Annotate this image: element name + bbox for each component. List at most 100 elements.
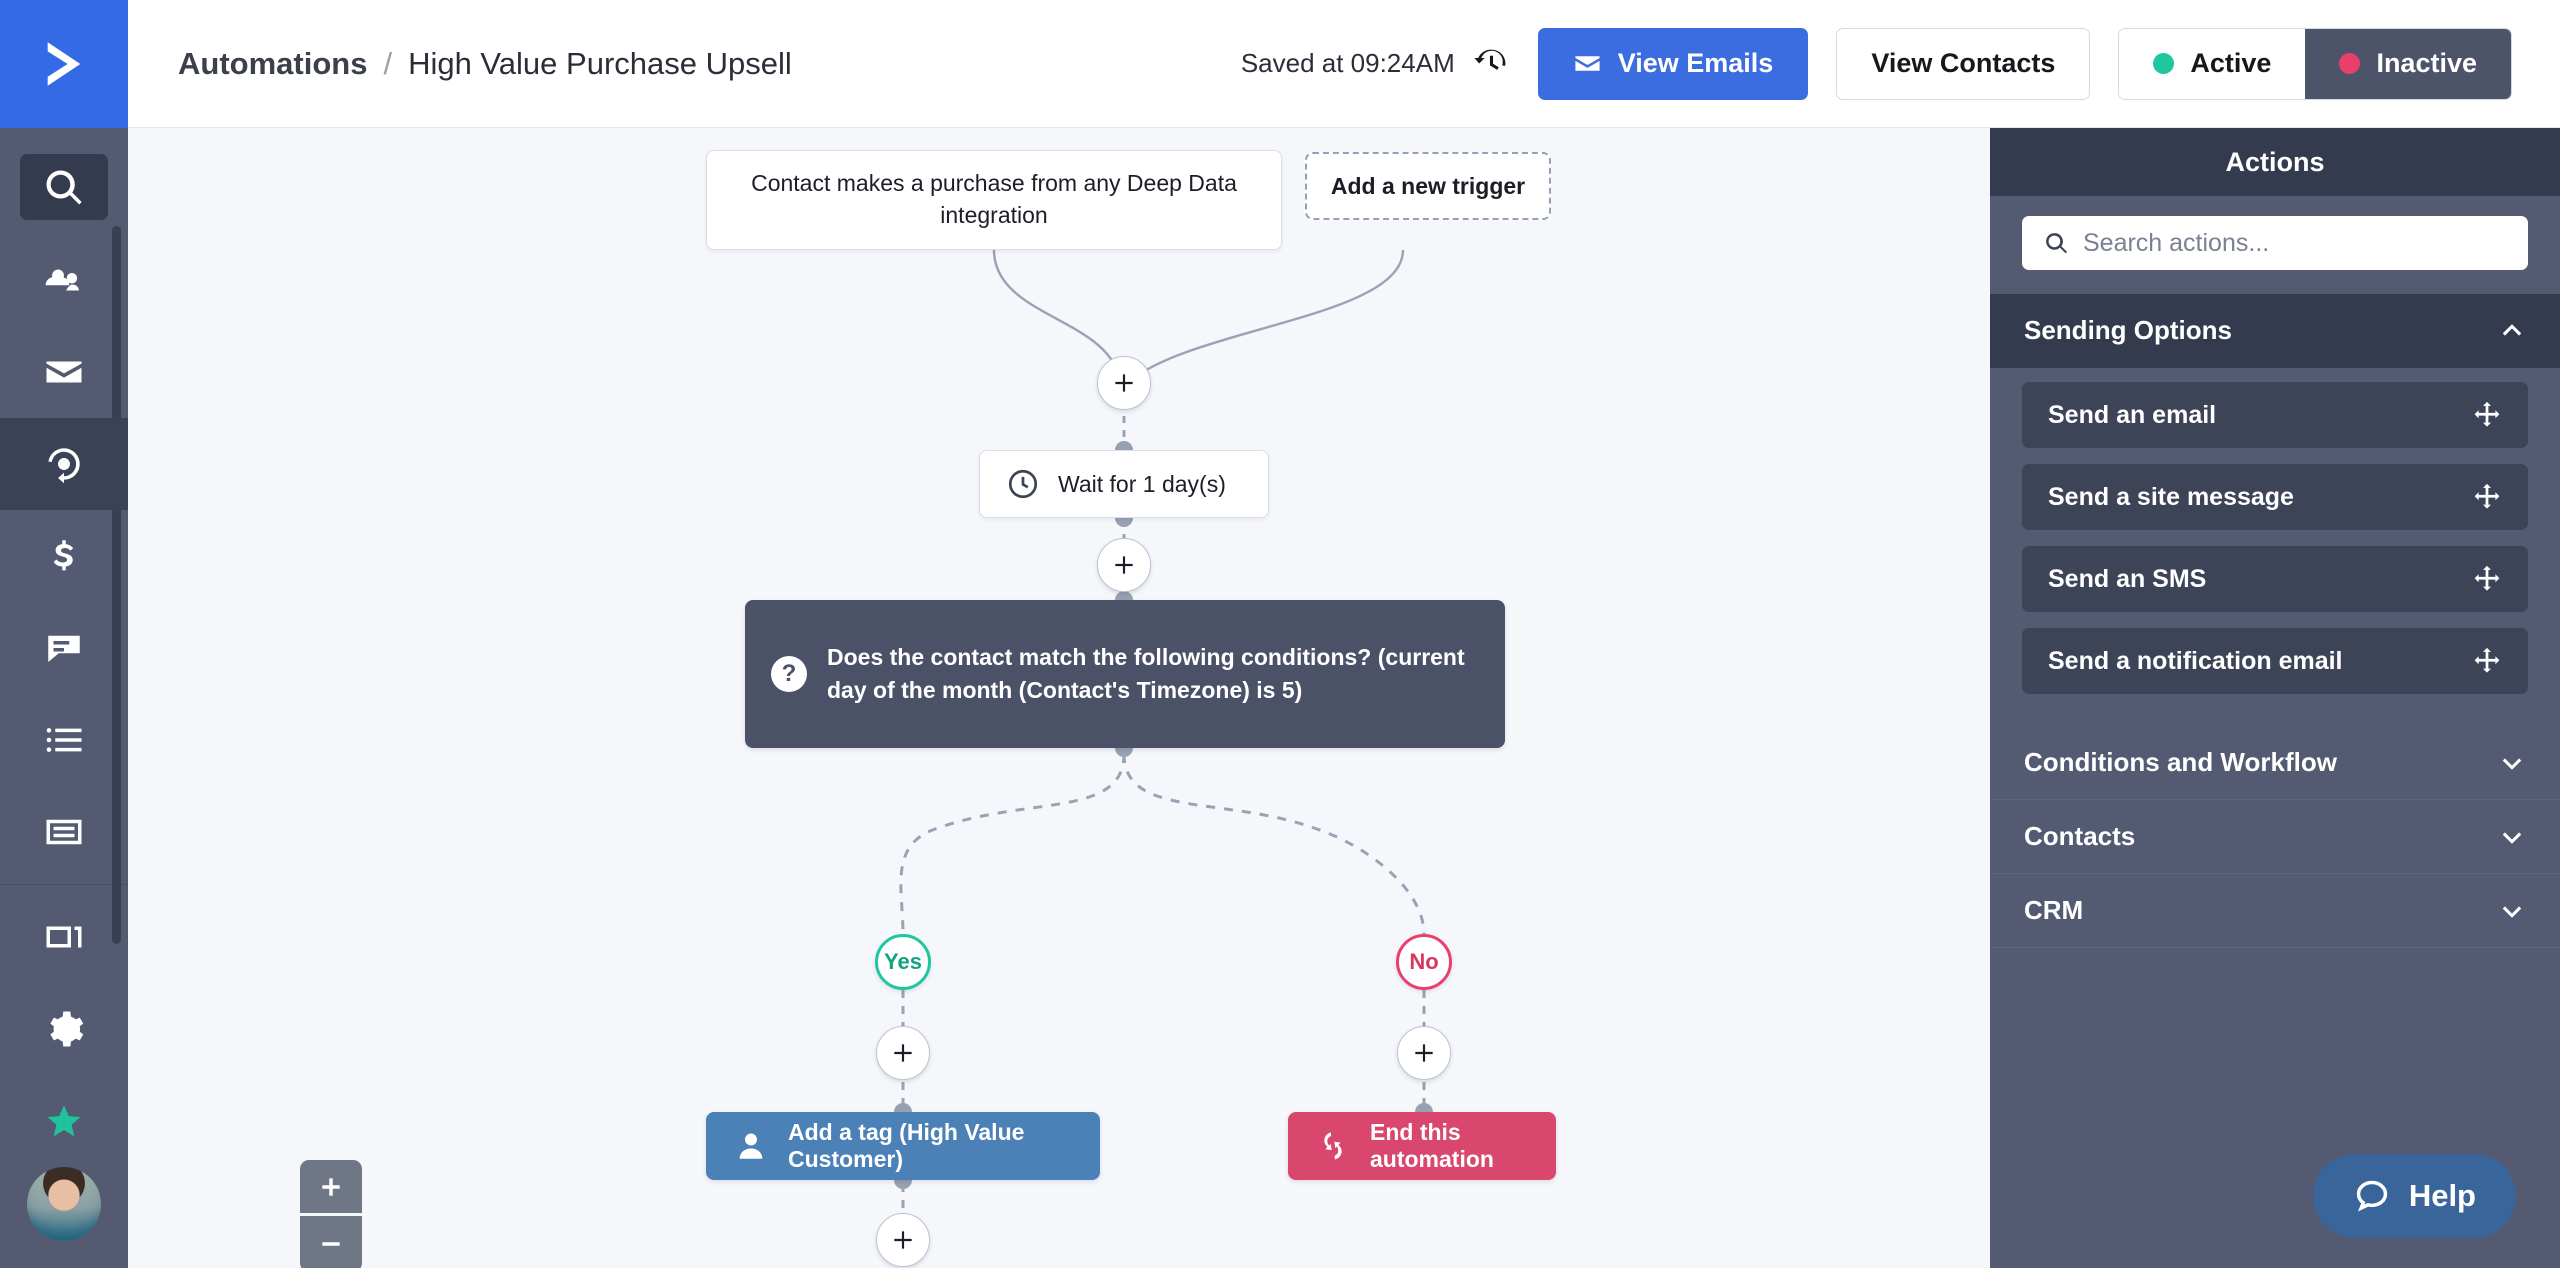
node-add-tag-label: Add a tag (High Value Customer) <box>788 1119 1025 1172</box>
search-actions-input[interactable] <box>2083 228 2506 258</box>
pages-icon <box>46 926 82 948</box>
envelope-icon <box>1575 56 1600 71</box>
branch-no-badge[interactable]: No <box>1396 934 1452 990</box>
chevron-down-icon <box>2502 905 2522 918</box>
section-label-contacts: Contacts <box>2024 821 2136 851</box>
status-active-option[interactable]: Active <box>2119 28 2306 99</box>
view-contacts-label: View Contacts <box>1871 48 2056 78</box>
status-inactive-option[interactable]: Inactive <box>2305 28 2511 99</box>
section-header-conditions-and-workflow[interactable]: Conditions and Workflow <box>1990 726 2560 800</box>
action-item-send-a-notification-email[interactable]: Send a notification email <box>2022 628 2528 694</box>
save-status: Saved at 09:24AM <box>1241 45 1510 82</box>
view-emails-button[interactable]: View Emails <box>1537 27 1809 100</box>
drag-handle-icon[interactable] <box>2472 646 2502 676</box>
action-item-send-an-sms[interactable]: Send an SMS <box>2022 546 2528 612</box>
section-header-crm[interactable]: CRM <box>1990 874 2560 948</box>
status-toggle: Active Inactive <box>2118 27 2512 100</box>
node-add-new-trigger[interactable]: Add a new trigger <box>1305 152 1551 220</box>
left-sidebar <box>0 0 128 1268</box>
action-item-send-an-email[interactable]: Send an email <box>2022 382 2528 448</box>
action-label: Send an email <box>2048 400 2217 429</box>
avatar-image <box>27 1167 101 1241</box>
sidebar-item-deals[interactable] <box>0 510 128 602</box>
search-icon <box>46 170 82 205</box>
sidebar-item-lists[interactable] <box>0 694 128 786</box>
sidebar-item-search[interactable] <box>0 142 128 234</box>
branch-yes-label: Yes <box>884 949 922 974</box>
add-step-button-yes[interactable] <box>876 1026 930 1080</box>
clock-icon <box>1006 467 1040 501</box>
node-condition-label: Does the contact match the following con… <box>827 644 1465 703</box>
gear-icon <box>50 1011 84 1047</box>
contacts-icon <box>45 269 79 291</box>
chevron-up-icon <box>2502 323 2522 336</box>
sidebar-item-email[interactable] <box>0 326 128 418</box>
branch-no-label: No <box>1409 949 1439 974</box>
canvas-zoom-controls <box>300 1160 362 1268</box>
help-label: Help <box>2408 1178 2476 1213</box>
activecampaign-chevron-logo-icon <box>47 42 81 86</box>
chat-bubble-icon <box>48 635 80 662</box>
action-item-send-a-site-message[interactable]: Send a site message <box>2022 464 2528 530</box>
app-logo[interactable] <box>0 0 128 128</box>
avatar[interactable] <box>0 1140 128 1268</box>
node-trigger-purchase-label: Contact makes a purchase from any Deep D… <box>751 170 1237 228</box>
view-contacts-button[interactable]: View Contacts <box>1836 27 2091 100</box>
drag-handle-icon[interactable] <box>2472 564 2502 594</box>
plus-icon <box>894 1231 912 1249</box>
zoom-in-button[interactable] <box>300 1160 362 1216</box>
question-mark-icon: ? <box>771 656 807 692</box>
sidebar-item-contacts[interactable] <box>0 234 128 326</box>
section-label-crm: CRM <box>2024 895 2084 925</box>
help-button[interactable]: Help <box>2312 1154 2516 1238</box>
node-add-new-trigger-label: Add a new trigger <box>1330 172 1526 199</box>
status-active-label: Active <box>2190 48 2272 78</box>
node-trigger-purchase[interactable]: Contact makes a purchase from any Deep D… <box>706 150 1282 250</box>
add-step-button-2[interactable] <box>1097 538 1151 592</box>
sidebar-item-conversations[interactable] <box>0 602 128 694</box>
drag-handle-icon[interactable] <box>2472 400 2502 430</box>
sidebar-item-automations[interactable] <box>0 418 128 510</box>
add-step-button-no[interactable] <box>1397 1026 1451 1080</box>
dollar-icon <box>53 540 74 571</box>
add-step-button-1[interactable] <box>1097 356 1151 410</box>
sidebar-item-settings[interactable] <box>0 983 128 1075</box>
sidebar-divider <box>0 884 128 885</box>
plus-icon <box>322 1177 340 1196</box>
plus-icon <box>1415 1044 1433 1062</box>
node-wait[interactable]: Wait for 1 day(s) <box>979 450 1269 518</box>
view-emails-label: View Emails <box>1617 48 1774 78</box>
active-status-dot <box>2153 53 2175 74</box>
section-header-contacts[interactable]: Contacts <box>1990 800 2560 874</box>
breadcrumb-automations[interactable]: Automations <box>178 45 368 81</box>
add-step-button-3[interactable] <box>876 1213 930 1267</box>
saved-timestamp: Saved at 09:24AM <box>1240 48 1455 78</box>
envelope-icon <box>46 361 82 383</box>
automation-canvas[interactable]: Contact makes a purchase from any Deep D… <box>128 128 1990 1268</box>
section-items-sending-options: Send an email Send a site message Send a… <box>1990 368 2560 726</box>
sidebar-item-pages[interactable] <box>0 891 128 983</box>
sidebar-item-forms[interactable] <box>0 786 128 878</box>
page-title: High Value Purchase Upsell <box>408 45 792 81</box>
branch-yes-badge[interactable]: Yes <box>875 934 931 990</box>
end-flow-icon <box>1316 1129 1350 1163</box>
drag-handle-icon[interactable] <box>2472 482 2502 512</box>
form-icon <box>46 819 82 845</box>
history-clock-icon[interactable] <box>1473 45 1510 82</box>
actions-panel-title: Actions <box>1990 128 2560 196</box>
node-end-automation[interactable]: End this automation <box>1288 1112 1556 1180</box>
sidebar-scrollbar[interactable] <box>112 226 121 944</box>
action-label: Send a site message <box>2048 482 2294 511</box>
node-condition[interactable]: ? Does the contact match the following c… <box>745 600 1505 748</box>
sidebar-item-favorites[interactable] <box>0 1075 128 1167</box>
section-header-sending-options[interactable]: Sending Options <box>1990 294 2560 368</box>
section-label-sending-options: Sending Options <box>2024 315 2232 345</box>
zoom-out-button[interactable] <box>300 1216 362 1268</box>
plus-icon <box>894 1044 912 1062</box>
action-label: Send an SMS <box>2048 564 2207 593</box>
sidebar-footer <box>0 1140 128 1268</box>
automation-icon <box>48 448 80 484</box>
chevron-down-icon <box>2502 757 2522 770</box>
search-actions-field[interactable] <box>2022 216 2528 270</box>
node-add-tag[interactable]: Add a tag (High Value Customer) <box>706 1112 1100 1180</box>
